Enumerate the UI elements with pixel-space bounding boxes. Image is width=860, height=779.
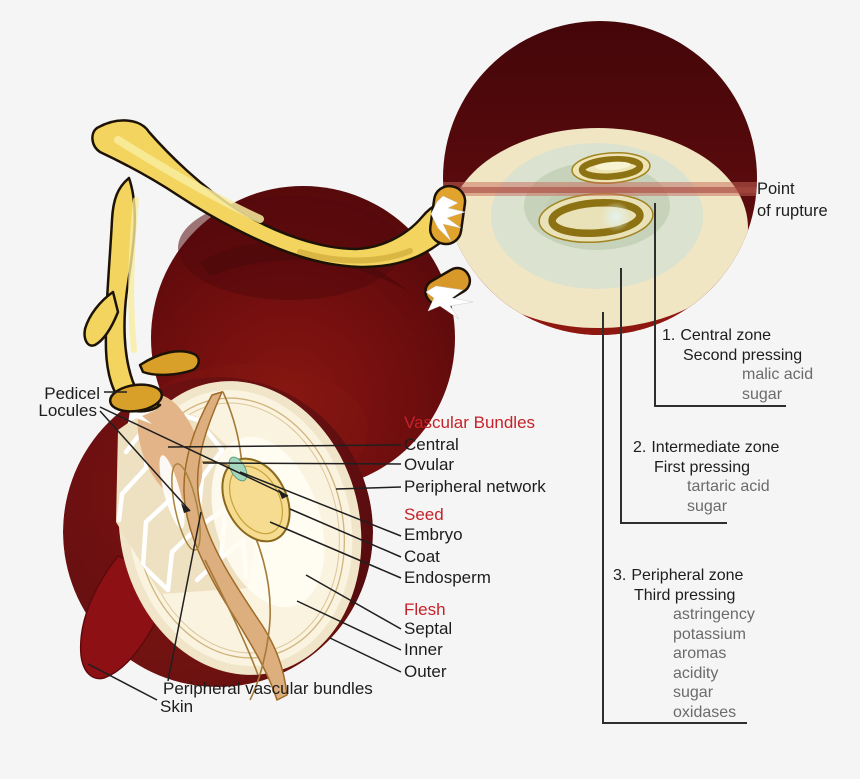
skin-label: Skin [160, 697, 194, 716]
zone1-bracket [654, 203, 786, 407]
vascular-bundles-heading: Vascular Bundles [404, 413, 536, 432]
rupture-band [443, 182, 757, 196]
zone1-label: 1.Central zone Second pressing malic aci… [662, 327, 814, 403]
rachis [83, 119, 472, 413]
flesh-heading: Flesh [404, 600, 446, 619]
leader-lines [87, 391, 402, 701]
zone-brackets [602, 203, 786, 724]
seed-upper [571, 152, 651, 184]
zone3-label: 3.Peripheral zone Third pressing astring… [613, 567, 755, 721]
zone2-bracket [620, 268, 727, 524]
inner-label: Inner [404, 640, 443, 659]
seed-lower [538, 192, 654, 244]
peripheral-network-label: Peripheral network [404, 477, 546, 496]
outer-label: Outer [404, 662, 447, 681]
brush-tear-top [430, 195, 466, 242]
left-grape [63, 377, 373, 702]
seed-heading: Seed [404, 505, 444, 524]
locules-label: Locules [38, 401, 97, 420]
point-of-rupture-label: Point of rupture [757, 180, 828, 220]
endosperm-label: Endosperm [404, 568, 491, 587]
zone2-label: 2.Intermediate zone First pressing tarta… [633, 439, 780, 515]
brush-tear-bottom [425, 285, 474, 320]
left-grape-seed [221, 456, 291, 543]
central-label: Central [404, 435, 459, 454]
ovular-label: Ovular [404, 455, 455, 474]
zone3-bracket [602, 312, 747, 724]
central-column [183, 390, 288, 702]
peripheral-vascular-bundles-label: Peripheral vascular bundles [163, 679, 373, 698]
septal-label: Septal [404, 619, 453, 638]
embryo-label: Embryo [404, 525, 463, 544]
coat-label: Coat [404, 547, 440, 566]
cut-grape [443, 21, 757, 335]
pedicel-label: Pedicel [44, 384, 100, 403]
